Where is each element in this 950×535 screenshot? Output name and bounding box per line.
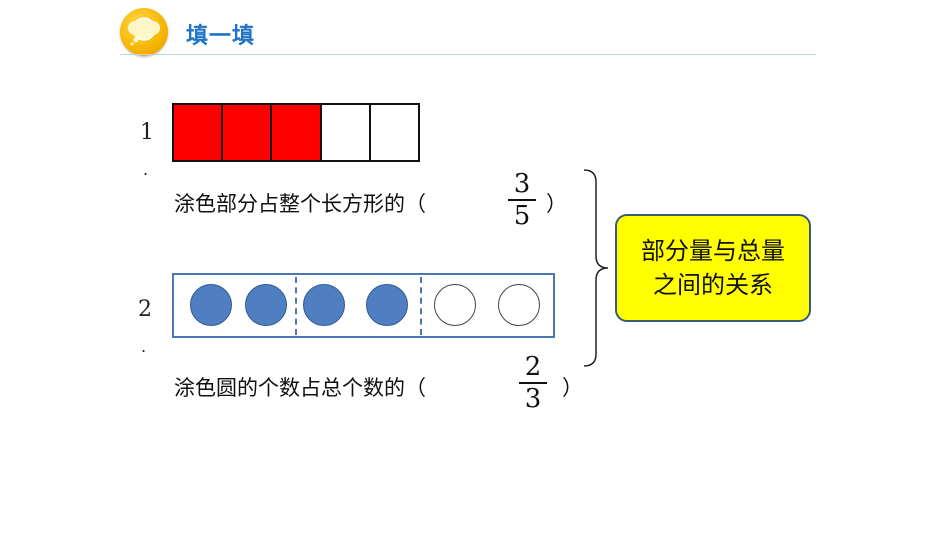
fraction-answer-2: 2 3 [516, 354, 550, 412]
fraction-2-denominator: 3 [524, 384, 542, 414]
question-1-text: 涂色部分占整个长方形的（ [174, 192, 426, 216]
fraction-2-bar [519, 382, 547, 384]
item-number-dot-2: . [141, 337, 147, 356]
header-divider [120, 54, 816, 55]
rectangle-strip [172, 103, 420, 162]
strip-cell-filled [223, 105, 273, 160]
fraction-answer-1: 3 5 [505, 171, 539, 229]
strip-cell-empty [370, 105, 419, 160]
circle-empty [498, 284, 540, 326]
item-number-dot-1: . [143, 160, 149, 179]
circle-filled [190, 284, 232, 326]
item-number-2: 2 [138, 297, 152, 322]
circle-filled [245, 284, 287, 326]
group-divider [295, 277, 297, 335]
page-title: 填一填 [186, 24, 256, 49]
strip-cell-filled [272, 105, 322, 160]
circle-filled [303, 284, 345, 326]
question-2-closing: ） [562, 376, 583, 400]
circles-box [172, 273, 555, 338]
fraction-1-denominator: 5 [513, 201, 531, 231]
relationship-callout: 部分量与总量 之间的关系 [615, 214, 811, 322]
callout-line-2: 之间的关系 [653, 271, 773, 299]
question-1-closing: ） [546, 192, 567, 216]
fraction-1-bar [508, 199, 536, 201]
strip-cell-empty [321, 105, 371, 160]
strip-cell-filled [174, 105, 224, 160]
thought-bubble-icon [120, 8, 168, 56]
question-2-text: 涂色圆的个数占总个数的（ [174, 376, 426, 400]
fraction-1-numerator: 3 [513, 169, 531, 199]
item-number-1: 1 [140, 120, 154, 145]
fraction-2-numerator: 2 [524, 352, 542, 382]
callout-line-1: 部分量与总量 [641, 237, 785, 265]
circle-filled [366, 284, 408, 326]
curly-brace [583, 169, 609, 367]
group-divider [420, 277, 422, 335]
circle-empty [434, 284, 476, 326]
